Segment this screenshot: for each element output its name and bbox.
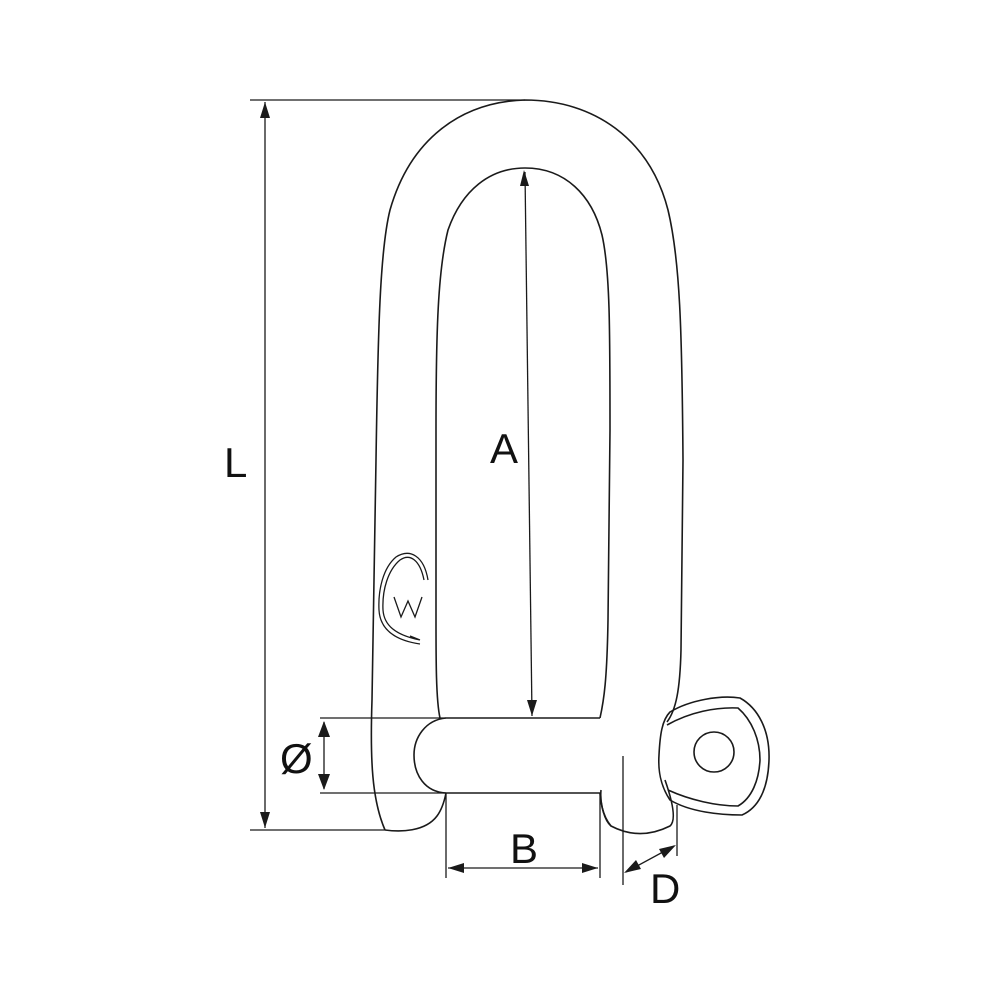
pin-head-inner: [666, 707, 761, 807]
label-D: D: [650, 865, 681, 912]
brand-logo-icon: [378, 552, 429, 645]
label-A: A: [490, 425, 519, 472]
dimension-D: [622, 756, 678, 885]
shackle-inner-outline: [435, 167, 611, 719]
dimension-diameter: [318, 717, 446, 794]
label-diameter: Ø: [280, 735, 313, 782]
shackle-right-lower: [599, 779, 675, 835]
dimension-L: [250, 99, 525, 831]
pin-body: [413, 717, 600, 794]
label-L: L: [224, 439, 248, 486]
shackle-outer-outline: [370, 99, 684, 831]
shackle-left-lower: [384, 792, 447, 832]
pin-head-outer: [657, 696, 770, 816]
dimension-B: [445, 793, 601, 878]
pin-head-hole: [693, 731, 735, 773]
label-B: B: [510, 825, 539, 872]
shackle-right-inner-lower: [599, 792, 612, 827]
dimension-A: [520, 170, 537, 717]
